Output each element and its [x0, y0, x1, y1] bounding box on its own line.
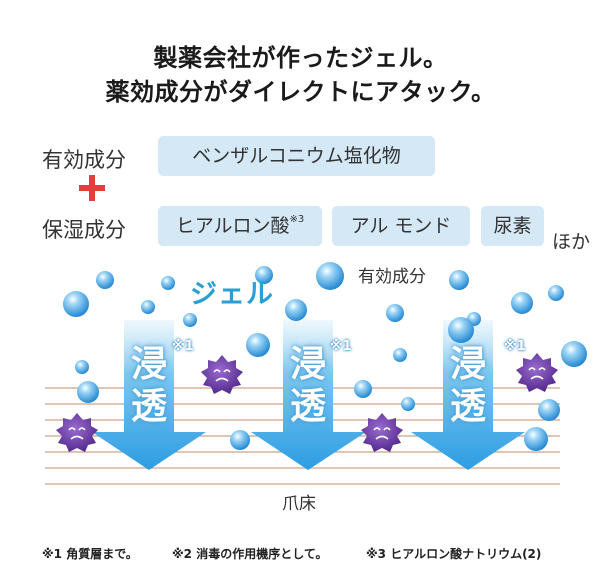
- penetration-text-1: 浸透: [130, 344, 167, 427]
- penetration-arrow-2: [251, 320, 366, 470]
- penetration-text-3: 浸透: [449, 344, 486, 427]
- footnote-3: ※3 ヒアルロン酸ナトリウム(2): [366, 547, 542, 561]
- active-ingredient-diagram-label: 有効成分: [358, 267, 426, 287]
- active-ingredient-tag: ベンザルコニウム塩化物: [158, 136, 435, 176]
- penetration-note-1: ※1: [172, 339, 194, 354]
- footnote-2: ※2 消毒の作用機序として。: [172, 547, 328, 561]
- moisture-tag-hyaluronic-name: ヒアルロン酸: [175, 215, 290, 237]
- germ-icon: [516, 353, 558, 392]
- germ-icon: [201, 355, 243, 394]
- moisture-tag-hyaluronic-note: ※3: [289, 214, 305, 225]
- penetration-text-2: 浸透: [289, 344, 326, 427]
- nail-bed-label: 爪床: [282, 494, 316, 514]
- moisture-tag-almond: アル モンド: [332, 206, 470, 246]
- germ-icon: [56, 413, 98, 452]
- penetration-arrow-1: [92, 320, 206, 470]
- moisture-suffix: ほか: [552, 231, 591, 253]
- headline-line-2: 薬効成分がダイレクトにアタック。: [105, 78, 496, 106]
- active-ingredient-label: 有効成分: [42, 148, 126, 172]
- gel-droplets: [63, 262, 587, 451]
- footnote-1: ※1 角質層まで。: [42, 547, 138, 561]
- plus-icon: [79, 175, 105, 201]
- penetration-note-2: ※1: [330, 339, 352, 354]
- moisture-ingredient-label: 保湿成分: [42, 218, 126, 242]
- gel-label: ジェル: [190, 279, 274, 310]
- moisture-tag-urea: 尿素: [481, 206, 544, 246]
- penetration-note-3: ※1: [504, 339, 526, 354]
- germ-icon: [361, 413, 403, 452]
- penetration-arrow-3: [411, 320, 525, 470]
- headline-line-1: 製薬会社が作ったジェル。: [153, 44, 448, 72]
- moisture-tag-hyaluronic: ヒアルロン酸※3: [158, 206, 322, 246]
